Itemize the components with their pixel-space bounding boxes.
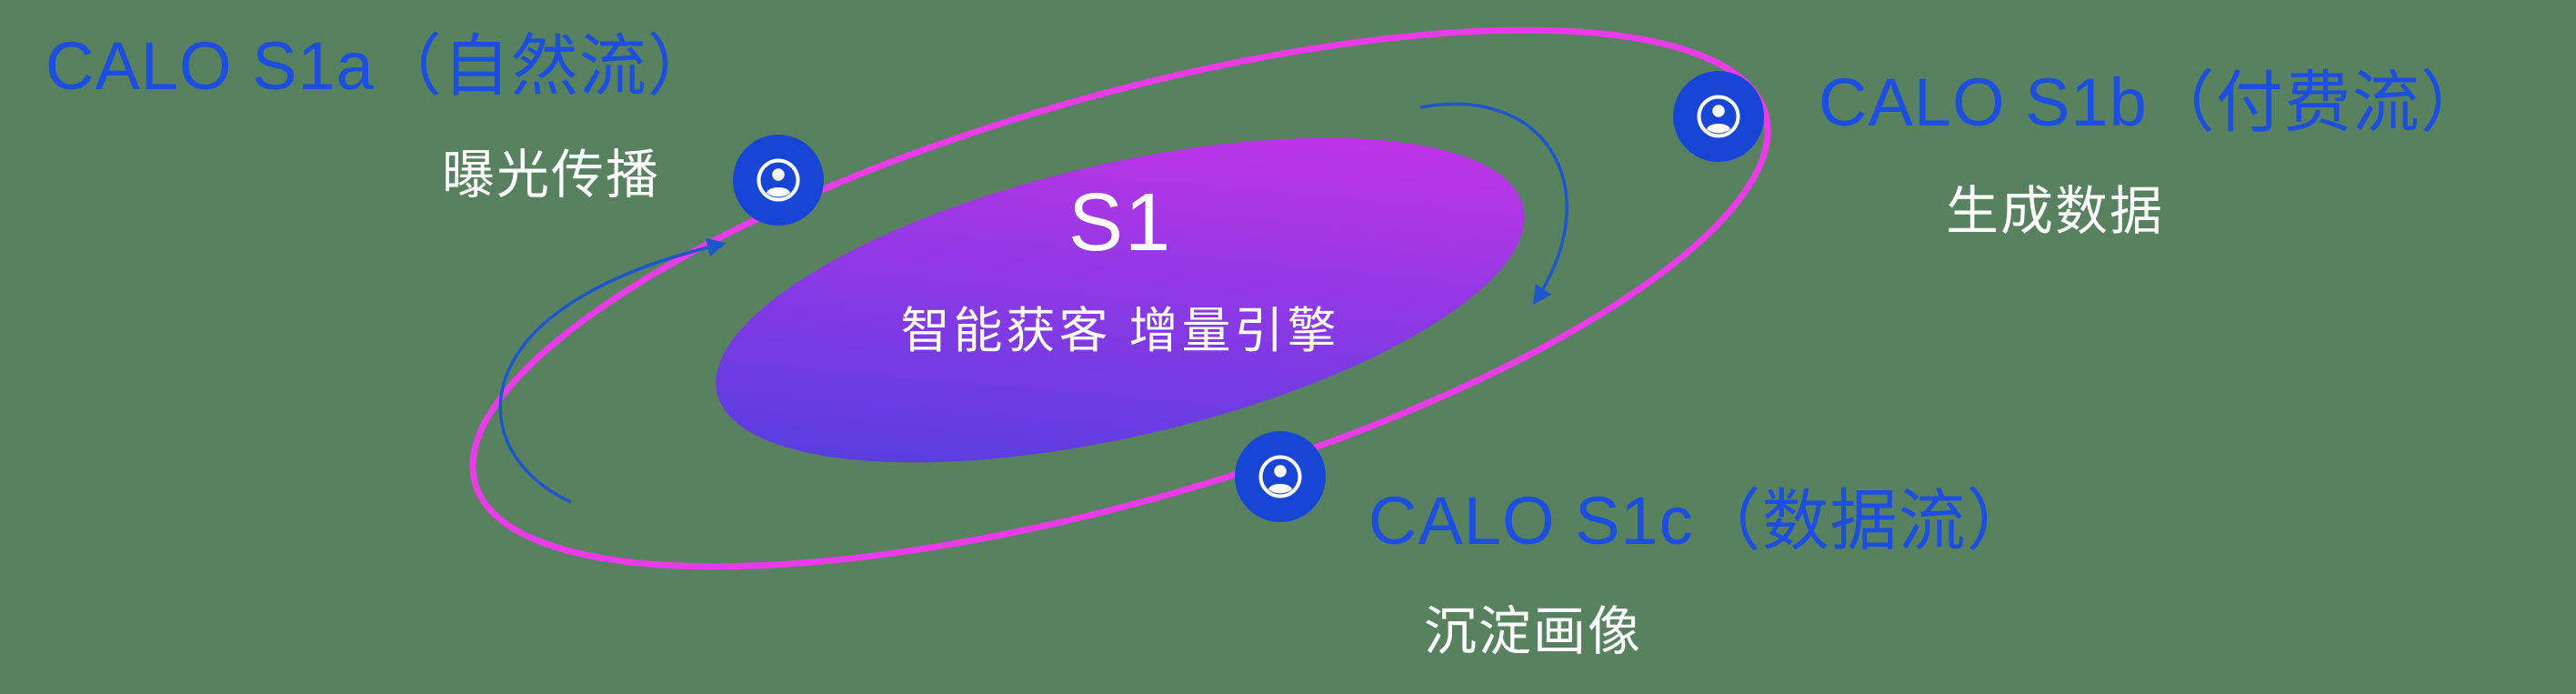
node-s1b-title: CALO S1b（付费流）	[1819, 65, 2489, 140]
node-s1b-subtitle: 生成数据	[1946, 182, 2165, 241]
person-circle-icon	[1258, 455, 1302, 498]
node-s1a-subtitle: 曝光传播	[442, 146, 661, 205]
core-title: S1	[1067, 177, 1173, 268]
node-s1c-subtitle: 沉淀画像	[1424, 602, 1643, 661]
node-s1c-title: CALO S1c（数据流）	[1368, 483, 2035, 558]
core-subtitle: 智能获客 增量引擎	[900, 304, 1340, 358]
flow-arrow-left	[498, 237, 727, 504]
node-s1a-title: CALO S1a（自然流）	[45, 28, 716, 104]
person-circle-icon	[757, 158, 800, 202]
person-circle-icon	[1697, 95, 1740, 138]
core-ellipse	[716, 137, 1525, 463]
core-text-block: S1 智能获客 增量引擎	[900, 176, 1339, 362]
node-s1b	[1673, 71, 1764, 162]
flow-arrow-right	[1419, 102, 1569, 306]
node-s1c	[1235, 431, 1326, 522]
orbit-ring	[469, 26, 1771, 570]
node-s1a	[733, 135, 824, 226]
